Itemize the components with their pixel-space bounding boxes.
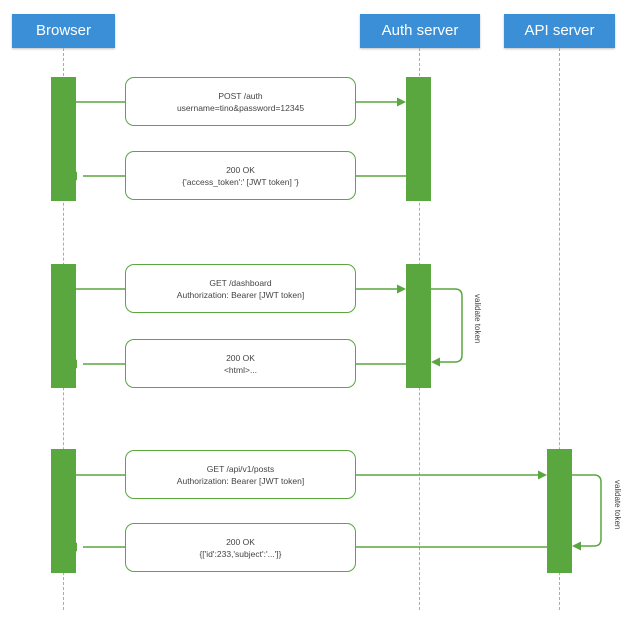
arrowhead-validate-auth (431, 357, 440, 367)
message-status: 200 OK (226, 536, 255, 547)
activation-browser-1 (51, 77, 76, 201)
arrowhead-get-dashboard (397, 284, 406, 294)
validate-token-note-auth: validate token (473, 294, 482, 344)
arrowhead-get-posts (538, 470, 547, 480)
message-status: 200 OK (226, 164, 255, 175)
activation-auth-2 (406, 264, 431, 388)
message-body: Authorization: Bearer [JWT token] (176, 475, 305, 486)
message-body: {'access_token':' [JWT token] '} (182, 176, 299, 187)
message-status: 200 OK (226, 352, 255, 363)
message-box-get-posts: GET /api/v1/posts Authorization: Bearer … (125, 450, 356, 499)
lifeline-api-server (559, 48, 560, 610)
arrow-validate-auth (431, 288, 463, 363)
message-box-auth-response: 200 OK {'access_token':' [JWT token] '} (125, 151, 356, 200)
arrowhead-posts-response (68, 542, 77, 552)
message-body: {['id':233,'subject':'...']} (199, 548, 282, 559)
actor-browser: Browser (12, 14, 115, 48)
message-method: POST /auth (218, 90, 263, 101)
actor-auth-server: Auth server (360, 14, 480, 48)
arrowhead-auth-response (68, 171, 77, 181)
arrowhead-dashboard-response (68, 359, 77, 369)
actor-api-server: API server (504, 14, 615, 48)
message-box-post-auth: POST /auth username=tino&password=12345 (125, 77, 356, 126)
message-method: GET /dashboard (209, 277, 272, 288)
message-body: <html>... (223, 364, 258, 375)
message-box-dashboard-response: 200 OK <html>... (125, 339, 356, 388)
activation-auth-1 (406, 77, 431, 201)
message-box-posts-response: 200 OK {['id':233,'subject':'...']} (125, 523, 356, 572)
activation-browser-3 (51, 449, 76, 573)
message-body: username=tino&password=12345 (176, 102, 305, 113)
activation-api-3 (547, 449, 572, 573)
arrowhead-validate-api (572, 541, 581, 551)
activation-browser-2 (51, 264, 76, 388)
message-body: Authorization: Bearer [JWT token] (176, 289, 305, 300)
arrowhead-post-auth (397, 97, 406, 107)
validate-token-note-api: validate token (613, 480, 622, 530)
arrow-validate-api (572, 474, 602, 547)
message-box-get-dashboard: GET /dashboard Authorization: Bearer [JW… (125, 264, 356, 313)
message-method: GET /api/v1/posts (206, 463, 275, 474)
